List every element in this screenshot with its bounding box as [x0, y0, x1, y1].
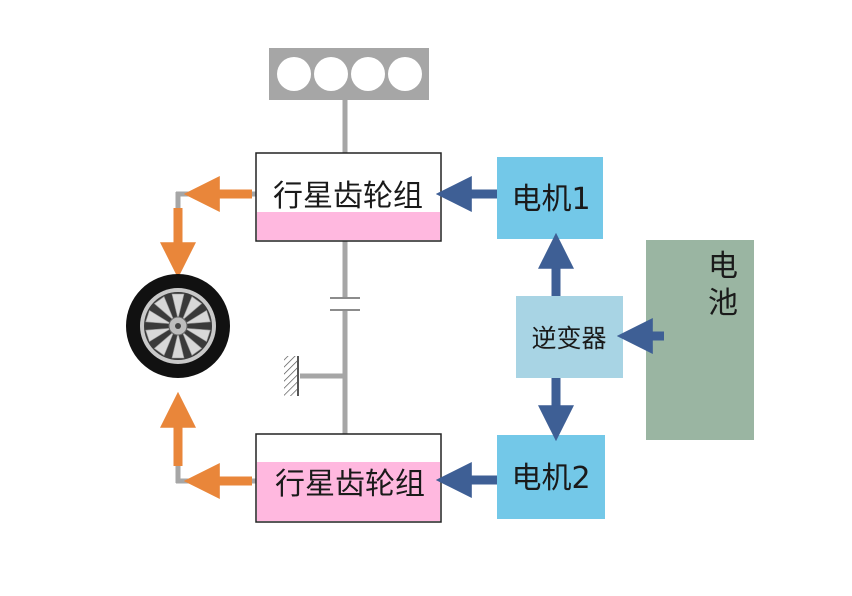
motor1-label: 电机1: [511, 182, 590, 217]
gearset-top: 行星齿轮组: [255, 152, 442, 242]
engine-cylinders-icon: [269, 48, 429, 100]
motor2-box: 电机2: [497, 435, 605, 519]
motor2-label: 电机2: [511, 461, 590, 496]
gearset-bottom: 行星齿轮组: [255, 433, 442, 523]
battery-label-line2: 池: [708, 286, 738, 321]
clutch-icon: [330, 297, 360, 311]
gearset-top-label: 行星齿轮组: [273, 179, 423, 214]
gearset-bottom-label: 行星齿轮组: [275, 467, 425, 502]
orange-arrows: [160, 176, 252, 499]
inverter-label: 逆变器: [531, 324, 606, 353]
battery-box: 电 池: [646, 240, 754, 440]
ground-hatch-icon: [284, 356, 299, 396]
wheel-icon: [126, 274, 230, 378]
motor1-box: 电机1: [497, 157, 603, 239]
blue-arrows: [435, 176, 664, 498]
battery-label-line1: 电: [708, 249, 738, 284]
inverter-box: 逆变器: [516, 296, 623, 378]
